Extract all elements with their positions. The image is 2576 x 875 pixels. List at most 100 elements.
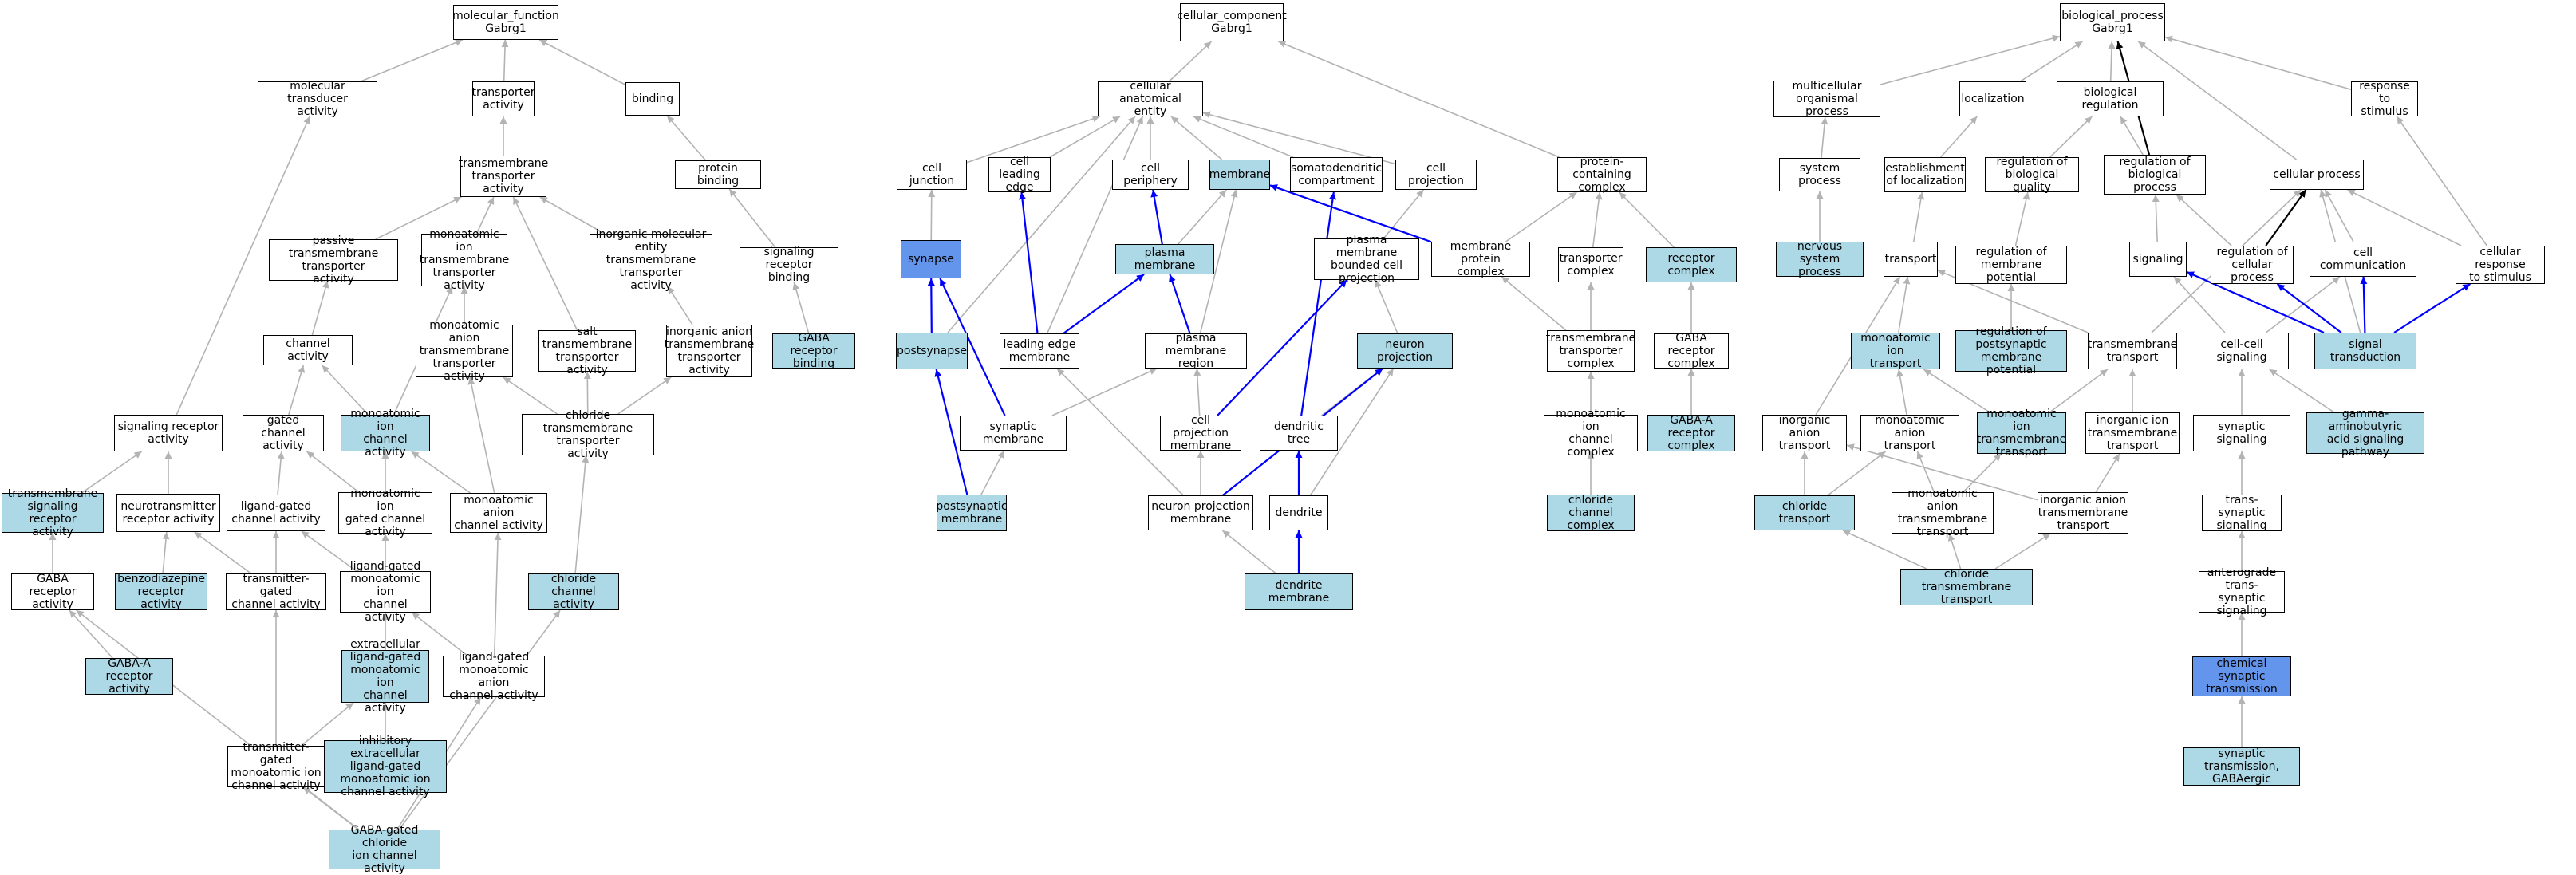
node-leading-edge-membrane[interactable]: leading edge membrane	[1000, 333, 1079, 369]
node-neuron-proj-membrane[interactable]: neuron projection membrane	[1148, 495, 1253, 530]
node-nt-receptor[interactable]: neurotransmitter receptor activity	[116, 494, 220, 532]
node-cell-cell-signaling[interactable]: cell-cell signaling	[2195, 333, 2289, 369]
node-mi-tm-transporter[interactable]: monoatomic ion transmembrane transporter…	[419, 228, 510, 292]
node-bp[interactable]: biological_process Gabrg1	[2060, 3, 2165, 41]
node-signal-transduction[interactable]: signal transduction	[2314, 333, 2416, 369]
node-inorg-anion-transport[interactable]: inorganic anion transport	[1762, 414, 1847, 452]
node-chemical-synaptic[interactable]: chemical synaptic transmission	[2192, 656, 2291, 696]
node-reg-bio-quality[interactable]: regulation of biological quality	[1985, 156, 2079, 194]
node-ligand-gated-channel[interactable]: ligand-gated channel activity	[227, 495, 325, 531]
node-mem-protein-complex[interactable]: membrane protein complex	[1431, 240, 1530, 278]
node-establishment-loc[interactable]: establishment of localization	[1884, 157, 1966, 192]
node-transport[interactable]: transport	[1884, 242, 1938, 277]
node-lg-mi-channel[interactable]: ligand-gated monoatomic ion channel acti…	[340, 560, 431, 624]
node-cell-proj-membrane[interactable]: cell projection membrane	[1160, 414, 1241, 452]
node-multicellular[interactable]: multicellular organismal process	[1773, 80, 1880, 118]
node-sig-receptor-binding[interactable]: signaling receptor binding	[740, 246, 838, 284]
node-synaptic-signaling[interactable]: synaptic signaling	[2193, 415, 2290, 451]
node-mol-transducer[interactable]: molecular transducer activity	[258, 80, 377, 118]
node-plasma-membrane[interactable]: plasma membrane	[1115, 244, 1214, 274]
node-synapse[interactable]: synapse	[901, 240, 961, 278]
node-dendritic-tree[interactable]: dendritic tree	[1260, 416, 1338, 451]
node-cell-anat[interactable]: cellular anatomical entity	[1098, 80, 1203, 118]
node-lg-mono-anion[interactable]: ligand-gated monoatomic anion channel ac…	[443, 651, 545, 702]
node-gaba-receptor-act[interactable]: GABA receptor activity	[11, 573, 94, 611]
node-postsynaptic-membrane[interactable]: postsynaptic membrane	[936, 495, 1008, 531]
node-passive-tm[interactable]: passive transmembrane transporter activi…	[269, 235, 398, 286]
node-tg-mi-channel[interactable]: transmitter-gated monoatomic ion channel…	[227, 741, 325, 792]
node-somatodendritic[interactable]: somatodendritic compartment	[1290, 157, 1383, 192]
node-gaba-receptor-complex[interactable]: GABA receptor complex	[1654, 332, 1729, 370]
node-mono-anion-channel[interactable]: monoatomic anion channel activity	[450, 493, 547, 533]
node-cell-junction[interactable]: cell junction	[897, 160, 967, 190]
node-chloride-tm-transport[interactable]: chloride transmembrane transport	[1900, 568, 2033, 606]
node-tm-transporter-complex[interactable]: transmembrane transporter complex	[1545, 330, 1636, 372]
node-membrane[interactable]: membrane	[1209, 160, 1270, 190]
node-binding[interactable]: binding	[625, 82, 680, 116]
node-dendrite-membrane[interactable]: dendrite membrane	[1245, 573, 1353, 610]
node-gaba-signaling[interactable]: gamma-aminobutyric acid signaling pathwa…	[2306, 408, 2424, 459]
node-tm-transport[interactable]: transmembrane transport	[2088, 333, 2177, 369]
node-mono-anion-tm-transport[interactable]: monoatomic anion transmembrane transport	[1892, 487, 1994, 538]
node-chloride-channel-complex[interactable]: chloride channel complex	[1547, 494, 1635, 532]
node-cell-leading-edge[interactable]: cell leading edge	[988, 156, 1051, 194]
node-cellular-response[interactable]: cellular response to stimulus	[2456, 246, 2545, 284]
node-pm-bounded-proj[interactable]: plasma membrane bounded cell projection	[1314, 234, 1419, 285]
node-localization[interactable]: localization	[1959, 81, 2026, 116]
node-cellular-process[interactable]: cellular process	[2270, 160, 2364, 190]
node-chloride-channel[interactable]: chloride channel activity	[528, 573, 619, 611]
node-system-process[interactable]: system process	[1779, 158, 1860, 191]
node-mi-channel[interactable]: monoatomic ion channel activity	[341, 408, 430, 459]
node-reg-cellular-process[interactable]: regulation of cellular process	[2211, 246, 2294, 284]
node-extracellular-lg[interactable]: extracellular ligand-gated monoatomic io…	[341, 638, 429, 715]
node-inorg-mol-entity[interactable]: inorganic molecular entity transmembrane…	[590, 228, 712, 292]
node-cell-communication[interactable]: cell communication	[2310, 242, 2416, 277]
node-reg-bio-process[interactable]: regulation of biological process	[2104, 155, 2206, 195]
node-mf[interactable]: molecular_function Gabrg1	[452, 5, 559, 40]
node-bio-regulation[interactable]: biological regulation	[2057, 81, 2164, 116]
node-postsynapse[interactable]: postsynapse	[896, 333, 968, 369]
node-inorg-anion-tm-transport[interactable]: inorganic anion transmembrane transport	[2038, 492, 2128, 534]
node-mi-transport[interactable]: monoatomic ion transport	[1851, 332, 1940, 370]
node-pm-region[interactable]: plasma membrane region	[1145, 332, 1247, 370]
node-synaptic-membrane[interactable]: synaptic membrane	[960, 416, 1067, 451]
node-transporter-complex[interactable]: transporter complex	[1558, 247, 1623, 282]
node-synaptic-gabaergic[interactable]: synaptic transmission, GABAergic	[2183, 747, 2300, 786]
node-gaba-a-receptor-act[interactable]: GABA-A receptor activity	[85, 657, 173, 696]
node-inorg-ion-tm-transport[interactable]: inorganic ion transmembrane transport	[2085, 412, 2180, 454]
node-gaba-gated-chloride[interactable]: GABA-gated chloride ion channel activity	[329, 824, 440, 875]
node-chloride-transport[interactable]: chloride transport	[1754, 495, 1855, 530]
node-reg-postsynaptic[interactable]: regulation of postsynaptic membrane pote…	[1955, 325, 2067, 376]
node-transmitter-gated[interactable]: transmitter-gated channel activity	[226, 573, 326, 611]
node-protein-binding[interactable]: protein binding	[675, 160, 761, 189]
node-neuron-projection[interactable]: neuron projection	[1357, 333, 1453, 369]
node-cell-projection[interactable]: cell projection	[1395, 160, 1477, 190]
node-tm-sig-receptor[interactable]: transmembrane signaling receptor activit…	[2, 487, 104, 538]
node-cell-periphery[interactable]: cell periphery	[1112, 160, 1189, 190]
node-gaba-a-receptor-complex[interactable]: GABA-A receptor complex	[1647, 414, 1735, 452]
node-response-stimulus[interactable]: response to stimulus	[2351, 80, 2418, 118]
node-mi-tm-transport[interactable]: monoatomic ion transmembrane transport	[1976, 408, 2067, 459]
node-cc[interactable]: cellular_component Gabrg1	[1177, 3, 1287, 41]
node-dendrite[interactable]: dendrite	[1269, 495, 1328, 530]
node-mi-channel-complex[interactable]: monoatomic ion channel complex	[1544, 408, 1638, 459]
node-gaba-receptor-binding[interactable]: GABA receptor binding	[772, 332, 855, 370]
node-inhibitory-extra[interactable]: inhibitory extracellular ligand-gated mo…	[324, 735, 447, 798]
node-receptor-complex[interactable]: receptor complex	[1646, 247, 1737, 282]
node-transporter-act[interactable]: transporter activity	[471, 81, 535, 116]
node-nervous-system[interactable]: nervous system process	[1776, 240, 1864, 278]
node-tm-transporter[interactable]: transmembrane transporter activity	[458, 156, 549, 197]
node-trans-synaptic[interactable]: trans-synaptic signaling	[2202, 494, 2282, 532]
node-benzodiazepine[interactable]: benzodiazepine receptor activity	[115, 573, 207, 611]
node-inorg-anion-tm[interactable]: inorganic anion transmembrane transporte…	[664, 325, 755, 377]
node-signaling[interactable]: signaling	[2129, 242, 2187, 277]
node-chloride-tm[interactable]: chloride transmembrane transporter activ…	[522, 409, 654, 460]
node-mono-anion-tm[interactable]: monoatomic anion transmembrane transport…	[416, 319, 513, 383]
node-protein-complex[interactable]: protein-containing complex	[1557, 156, 1647, 194]
node-sig-receptor-act[interactable]: signaling receptor activity	[114, 415, 223, 451]
node-mono-anion-transport[interactable]: monoatomic anion transport	[1860, 414, 1959, 452]
node-anterograde[interactable]: anterograde trans-synaptic signaling	[2199, 566, 2285, 617]
node-salt-tm[interactable]: salt transmembrane transporter activity	[538, 325, 636, 376]
node-channel-activity[interactable]: channel activity	[263, 335, 353, 365]
node-mi-gated-channel[interactable]: monoatomic ion gated channel activity	[338, 487, 432, 538]
